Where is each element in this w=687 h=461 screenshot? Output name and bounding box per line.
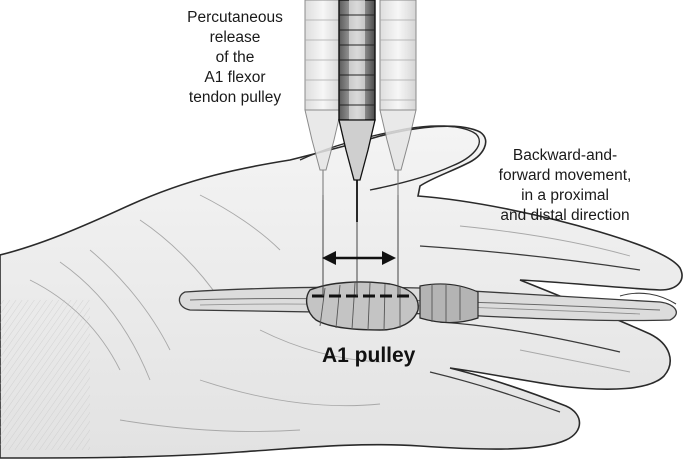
movement-line-4: and distal direction — [470, 206, 660, 226]
a1-pulley-label: A1 pulley — [322, 344, 415, 368]
movement-line-2: forward movement, — [470, 166, 660, 186]
percutaneous-release-label: Percutaneous release of the A1 flexor te… — [160, 8, 310, 108]
wrist-shadow — [0, 300, 90, 450]
movement-line-3: in a proximal — [470, 186, 660, 206]
percutaneous-line-1: Percutaneous — [160, 8, 310, 28]
percutaneous-line-4: A1 flexor — [160, 68, 310, 88]
percutaneous-line-2: release — [160, 28, 310, 48]
percutaneous-line-5: tendon pulley — [160, 88, 310, 108]
movement-label: Backward-and- forward movement, in a pro… — [470, 146, 660, 226]
movement-line-1: Backward-and- — [470, 146, 660, 166]
a1-pulley — [307, 282, 478, 330]
percutaneous-line-3: of the — [160, 48, 310, 68]
